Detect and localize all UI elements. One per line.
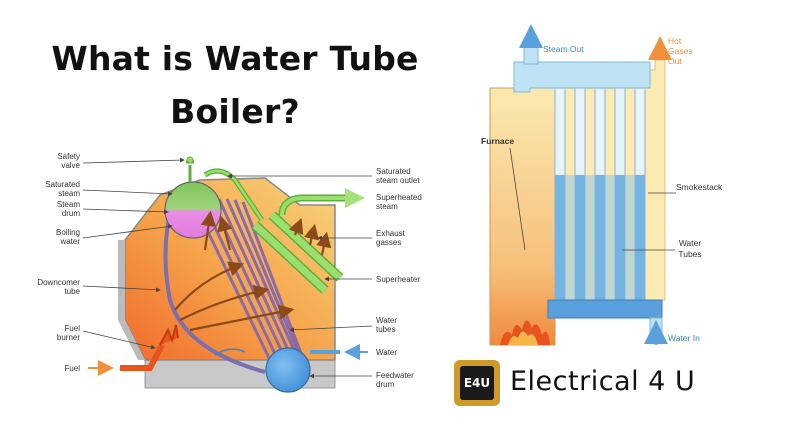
label-water: Water: [376, 348, 397, 357]
flow-arrows: [174, 210, 332, 332]
brand-logo: E4U: [454, 360, 500, 406]
steam-drum: [164, 181, 222, 239]
safety-valve: [186, 160, 194, 182]
label-fuel: Fuel: [64, 364, 80, 373]
furnace-wall: [118, 240, 145, 360]
label-superheater: Superheater: [376, 275, 420, 284]
label-water-in: Water In: [668, 333, 700, 343]
mud-drum: [547, 299, 663, 319]
page-title-line-2: Boiler?: [170, 92, 300, 131]
furnace-flames: [500, 320, 550, 345]
label-steam-out: Steam Out: [543, 44, 584, 54]
brand-logo-text: E4U: [460, 366, 494, 400]
label-furnace: Furnace: [481, 136, 514, 146]
label-smokestack: Smokestack: [676, 182, 723, 192]
steam-header: [513, 61, 651, 93]
furnace-chamber: [489, 87, 556, 346]
water-tubes-vertical: [554, 87, 646, 301]
page-title-line-1: What is Water Tube: [51, 39, 419, 78]
brand-name: Electrical 4 U: [510, 366, 696, 397]
downcomer-tube: [163, 204, 266, 374]
fuel-burner: [120, 343, 165, 371]
feedwater-drum: [265, 347, 311, 393]
superheater-coils: [251, 194, 345, 294]
